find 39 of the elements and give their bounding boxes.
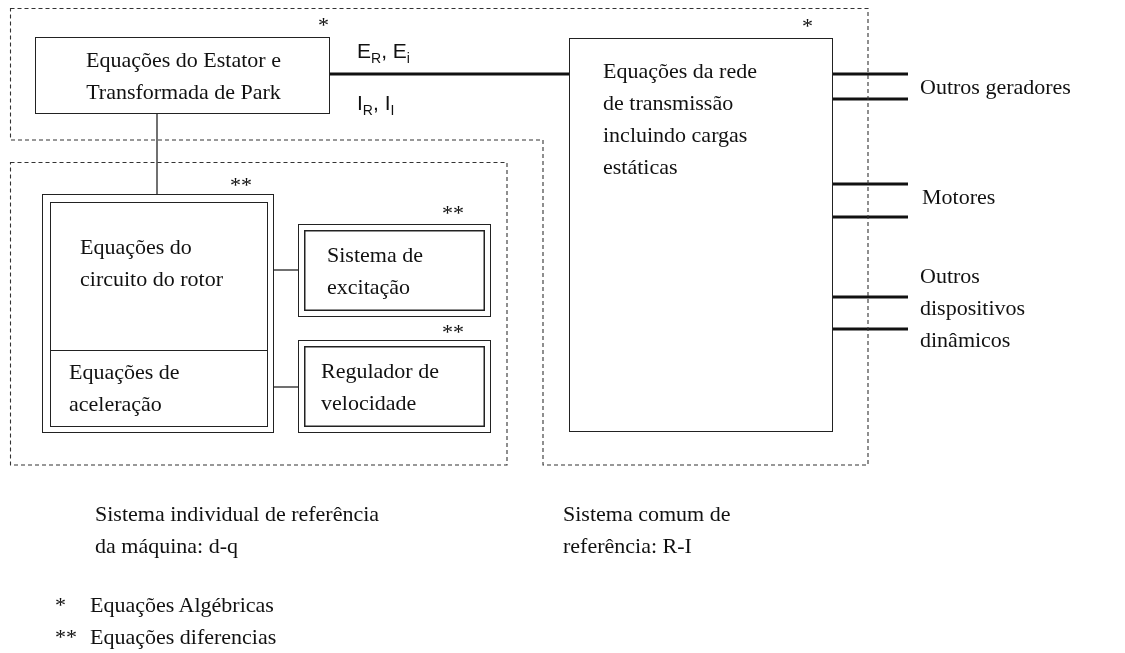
connector-line — [833, 215, 908, 219]
node-text: Outros geradores — [920, 73, 1072, 101]
connector-line — [156, 113, 158, 195]
signal-label: E$_{R}$, E$_{i}$ — [357, 38, 410, 69]
box-section — [50, 350, 268, 427]
asterisk-mark: * — [802, 19, 813, 32]
node-text: Equações da rede de transmissão incluindo cargas estáticas — [603, 57, 758, 181]
connector-line — [330, 72, 569, 76]
legend-text: Equações diferencias — [90, 624, 277, 650]
asterisk-mark: ** — [230, 178, 252, 191]
connector-line — [833, 327, 908, 331]
double-box — [298, 224, 491, 317]
asterisk-mark: * — [318, 18, 329, 31]
region-caption: Sistema individual de referência da máquina: d-q — [95, 500, 381, 560]
node-text: Motores — [922, 183, 997, 211]
node-text: Equações do circuito do rotor — [80, 233, 224, 293]
asterisk-mark: ** — [442, 325, 464, 338]
asterisk-mark: ** — [442, 206, 464, 219]
node-text: Equações de aceleração — [69, 358, 181, 418]
process-box — [35, 37, 330, 114]
signal-label: I$_{R}$, I$_{I}$ — [357, 90, 395, 121]
box-section — [50, 202, 268, 351]
process-box — [569, 38, 833, 432]
connector-line — [273, 386, 299, 388]
node-text: Regulador de velocidade — [321, 357, 440, 417]
connector-line — [273, 269, 299, 271]
connector-line — [833, 97, 908, 101]
double-box — [298, 340, 491, 433]
legend-text: Equações Algébricas — [90, 592, 274, 618]
connector-line — [833, 182, 908, 186]
connector-line — [833, 72, 908, 76]
double-box — [42, 194, 274, 433]
node-text: Outros dispositivos dinâmicos — [920, 262, 1027, 354]
region-caption: Sistema comum de referência: R-I — [563, 500, 732, 560]
legend-text: ** — [55, 624, 77, 650]
legend-text: * — [55, 592, 66, 618]
node-text: Sistema de excitação — [327, 241, 424, 301]
node-text: Equações do Estator e Transformada de Park — [85, 46, 282, 106]
connector-line — [833, 295, 908, 299]
